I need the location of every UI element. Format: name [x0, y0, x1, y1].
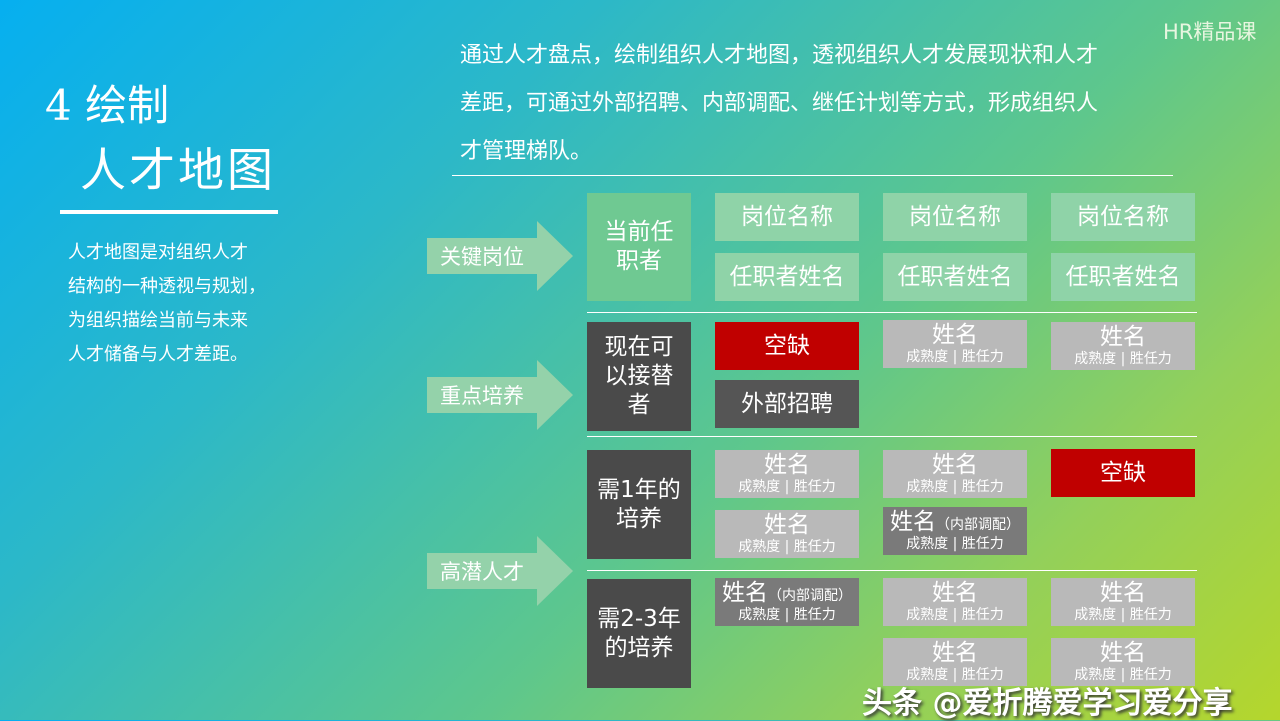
vacant-cell: 空缺: [715, 322, 859, 370]
candidate-name: 姓名: [932, 322, 978, 348]
desc-line: 人才储备与人才差距。: [68, 344, 248, 365]
row-label-2-3-years: 需2-3年的培养: [587, 579, 691, 688]
candidate-sub: 成熟度 | 胜任力: [738, 607, 836, 623]
title-underline: [60, 210, 278, 214]
incumbent-cell: 任职者姓名: [883, 253, 1027, 301]
divider: [452, 175, 1173, 176]
candidate-sub: 成熟度 | 胜任力: [738, 539, 836, 555]
candidate-cell: 姓名成熟度 | 胜任力: [883, 450, 1027, 498]
candidate-name: 姓名: [764, 512, 810, 538]
description: 人才地图是对组织人才 结构的一种透视与规划， 为组织描绘当前与未来 人才储备与人…: [68, 236, 288, 372]
title-line1: 4 绘制: [45, 81, 170, 130]
internal-note: （内部调配）: [768, 588, 852, 604]
position-cell: 岗位名称: [1051, 193, 1195, 241]
desc-line: 为组织描绘当前与未来: [68, 310, 248, 331]
candidate-sub: 成熟度 | 胜任力: [1074, 667, 1172, 683]
desc-line: 人才地图是对组织人才: [68, 242, 248, 263]
external-hire-cell: 外部招聘: [715, 380, 859, 428]
candidate-cell: 姓名成熟度 | 胜任力: [1051, 322, 1195, 370]
row-label-current: 当前任职者: [587, 193, 691, 301]
candidate-cell: 姓名成熟度 | 胜任力: [883, 638, 1027, 686]
candidate-cell: 姓名成熟度 | 胜任力: [715, 450, 859, 498]
candidate-cell: 姓名成熟度 | 胜任力: [883, 578, 1027, 626]
arrow-head: [537, 360, 573, 430]
candidate-name: 姓名: [890, 509, 936, 535]
candidate-name: 姓名: [764, 452, 810, 478]
candidate-name: 姓名: [932, 452, 978, 478]
incumbent-cell: 任职者姓名: [1051, 253, 1195, 301]
candidate-name: 姓名: [932, 640, 978, 666]
candidate-name: 姓名: [722, 580, 768, 606]
candidate-sub: 成熟度 | 胜任力: [738, 479, 836, 495]
candidate-sub: 成熟度 | 胜任力: [906, 349, 1004, 365]
candidate-sub: 成熟度 | 胜任力: [1074, 607, 1172, 623]
position-cell: 岗位名称: [715, 193, 859, 241]
candidate-name: 姓名: [932, 580, 978, 606]
intro-line: 差距，可通过外部招聘、内部调配、继任计划等方式，形成组织人: [460, 91, 1099, 116]
incumbent-cell: 任职者姓名: [715, 253, 859, 301]
row-divider: [587, 312, 1197, 313]
candidate-cell: 姓名成熟度 | 胜任力: [715, 510, 859, 558]
row-label-1-year: 需1年的培养: [587, 450, 691, 559]
intro-text: 通过人才盘点，绘制组织人才地图，透视组织人才发展现状和人才 差距，可通过外部招聘…: [460, 32, 1155, 176]
row-label-ready-now: 现在可以接替者: [587, 322, 691, 431]
internal-note: （内部调配）: [936, 517, 1020, 533]
corner-label: HR精品课: [1163, 20, 1257, 44]
arrow-head: [537, 536, 573, 606]
candidate-sub: 成熟度 | 胜任力: [906, 479, 1004, 495]
candidate-sub: 成熟度 | 胜任力: [906, 536, 1004, 552]
arrow-label: 重点培养: [427, 377, 537, 413]
title-line2: 人才地图: [80, 143, 276, 197]
candidate-cell: 姓名成熟度 | 胜任力: [1051, 578, 1195, 626]
arrow-label: 关键岗位: [427, 238, 537, 274]
candidate-name: 姓名: [1100, 324, 1146, 350]
candidate-cell: 姓名成熟度 | 胜任力: [1051, 638, 1195, 686]
intro-line: 通过人才盘点，绘制组织人才地图，透视组织人才发展现状和人才: [460, 43, 1099, 68]
watermark: 头条 @爱折腾爱学习爱分享: [862, 686, 1233, 721]
candidate-name: 姓名: [1100, 580, 1146, 606]
candidate-sub: 成熟度 | 胜任力: [906, 667, 1004, 683]
position-cell: 岗位名称: [883, 193, 1027, 241]
row-divider: [587, 570, 1197, 571]
arrow-high-potential: 高潜人才: [427, 536, 573, 606]
arrow-key-training: 重点培养: [427, 360, 573, 430]
internal-transfer-cell: 姓名（内部调配） 成熟度 | 胜任力: [883, 507, 1027, 555]
internal-transfer-cell: 姓名（内部调配） 成熟度 | 胜任力: [715, 578, 859, 626]
desc-line: 结构的一种透视与规划，: [68, 276, 266, 297]
candidate-name: 姓名: [1100, 640, 1146, 666]
vacant-cell: 空缺: [1051, 449, 1195, 497]
arrow-key-positions: 关键岗位: [427, 221, 573, 291]
candidate-sub: 成熟度 | 胜任力: [906, 607, 1004, 623]
arrow-label: 高潜人才: [427, 553, 537, 589]
candidate-sub: 成熟度 | 胜任力: [1074, 351, 1172, 367]
candidate-cell: 姓名成熟度 | 胜任力: [883, 320, 1027, 368]
arrow-head: [537, 221, 573, 291]
intro-line: 才管理梯队。: [460, 139, 593, 164]
row-divider: [587, 436, 1197, 437]
